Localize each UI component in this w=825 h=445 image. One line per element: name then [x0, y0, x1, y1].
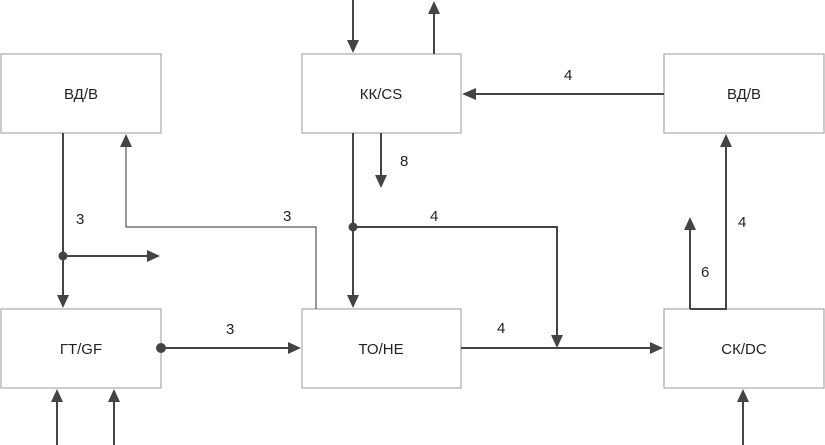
kk-input-arrow: [347, 0, 359, 53]
block-gt-gf-label: ГТ/GF: [60, 341, 102, 358]
flow-gt-to-to-label: 3: [226, 321, 234, 338]
block-kk-cs: КК/CS: [301, 53, 462, 134]
flow-vd-right-to-kk-label: 4: [564, 67, 572, 84]
flow-sk-to-vd-right: [690, 134, 732, 310]
block-to-he-label: ТО/НЕ: [358, 341, 403, 358]
sk-input-arrow: [737, 389, 749, 445]
flow-kk-branch-to-sk-label: 4: [430, 208, 438, 225]
flow-to-to-sk-label: 4: [497, 320, 505, 337]
flow-gt-to-to: [156, 342, 301, 354]
flow-vd-left-to-gt-label: 3: [76, 211, 84, 228]
flow-to-to-vd-left-label: 3: [283, 208, 291, 225]
flow-vd-left-to-gt: [57, 133, 69, 308]
block-kk-cs-label: КК/CS: [360, 86, 402, 103]
block-sk-dc: СК/DC: [663, 308, 825, 389]
flow-kk-branch-to-sk: [353, 226, 563, 348]
flow-kk-down-label: 8: [400, 153, 408, 170]
block-sk-dc-label: СК/DC: [721, 341, 767, 358]
flow-sk-up-label: 6: [701, 264, 709, 281]
flow-vd-left-branch-out: [63, 250, 160, 262]
flow-kk-to-to: [347, 133, 359, 308]
flow-vd-right-to-kk: [462, 88, 664, 100]
kk-output-arrow: [428, 1, 440, 54]
flow-to-to-vd-left: [120, 134, 317, 309]
flow-to-to-sk: [461, 342, 663, 354]
gt-input-arrow-1: [51, 389, 63, 445]
flow-sk-to-vd-right-label: 4: [738, 214, 746, 231]
block-vd-left: ВД/B: [0, 53, 162, 134]
gt-input-arrow-2: [108, 389, 120, 445]
block-vd-left-label: ВД/B: [64, 86, 98, 103]
block-vd-right: ВД/B: [663, 53, 825, 134]
flow-sk-up: [684, 217, 696, 309]
block-gt-gf: ГТ/GF: [0, 308, 162, 389]
flow-kk-down: [375, 133, 387, 188]
block-to-he: ТО/НЕ: [301, 308, 462, 389]
block-vd-right-label: ВД/B: [727, 86, 761, 103]
